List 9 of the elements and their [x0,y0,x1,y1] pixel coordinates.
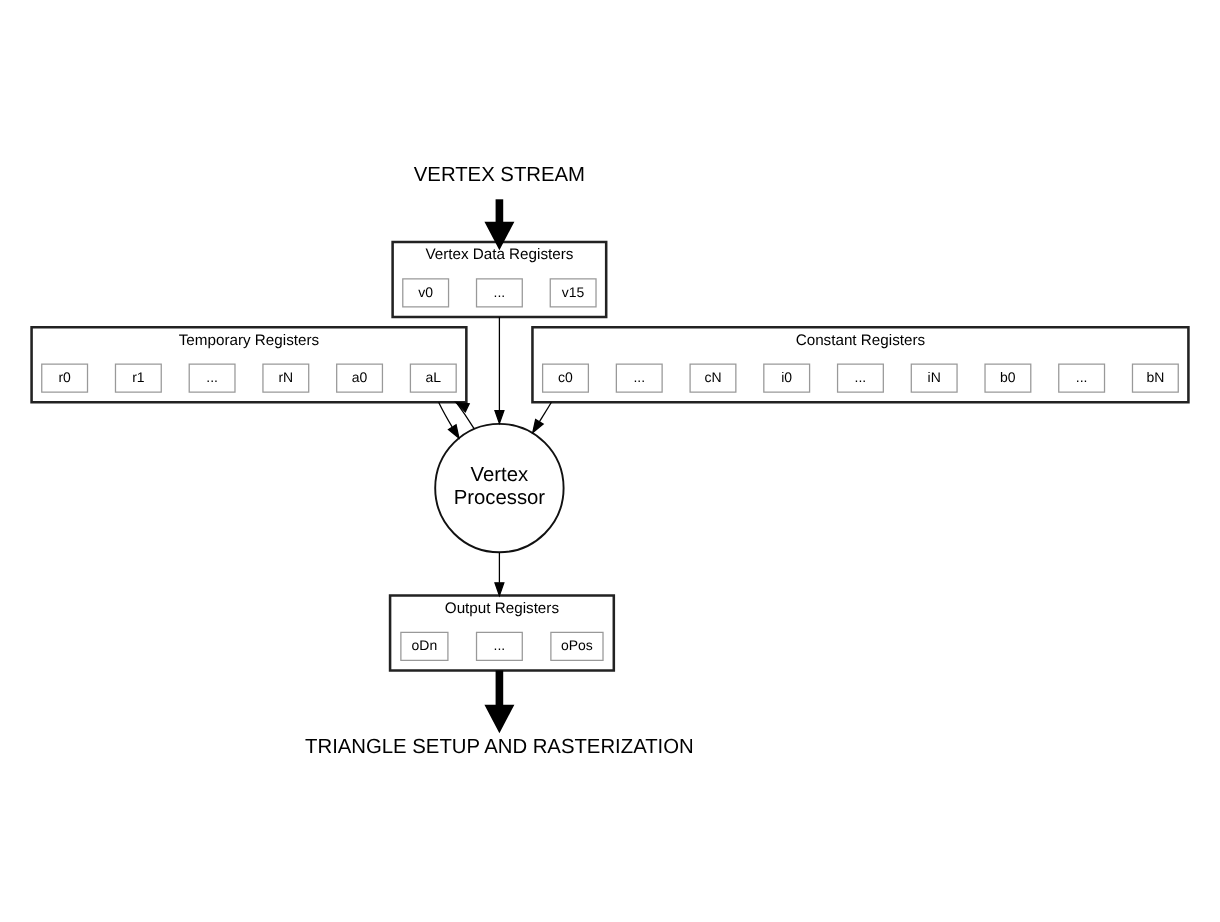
node-text: TRIANGLE SETUP AND RASTERIZATION [305,735,694,758]
arrow [494,315,505,425]
arrow [484,198,515,250]
arrow [454,400,475,429]
arrow [494,551,505,597]
arrow [437,400,460,439]
arrow [531,400,553,434]
arrow [484,669,515,733]
node-text: VERTEX STREAM [413,163,586,186]
